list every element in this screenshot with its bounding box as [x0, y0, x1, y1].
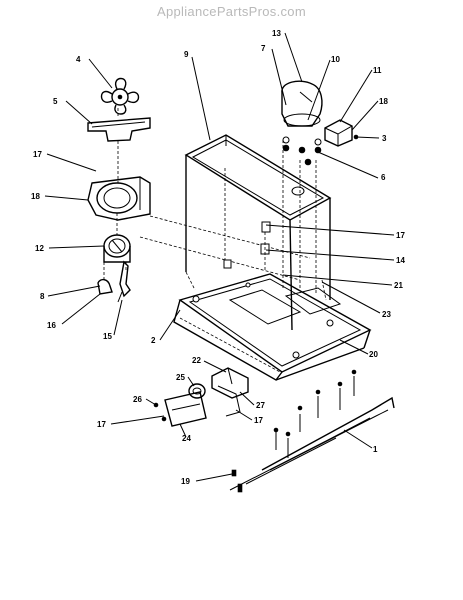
- relay-overload: [324, 119, 359, 147]
- callout-18: 18: [379, 97, 388, 106]
- callout-7: 7: [261, 44, 266, 53]
- callout-21: 21: [394, 281, 403, 290]
- callout-17-lower: 17: [254, 416, 263, 425]
- callout-20: 20: [369, 350, 378, 359]
- callout-8: 8: [40, 292, 45, 301]
- callout-18-fan: 18: [31, 192, 40, 201]
- wiring-harness: [229, 369, 395, 493]
- capacitor-assembly: [153, 383, 207, 427]
- fan-bracket: [87, 176, 151, 221]
- callout-25: 25: [176, 373, 185, 382]
- callout-4: 4: [76, 55, 81, 64]
- callout-3: 3: [382, 134, 387, 143]
- callout-26: 26: [133, 395, 142, 404]
- control-bracket: [211, 367, 249, 417]
- callout-17-fan: 17: [33, 150, 42, 159]
- callout-16: 16: [47, 321, 56, 330]
- callout-12: 12: [35, 244, 44, 253]
- fan-blade: [100, 77, 140, 115]
- callout-19: 19: [181, 477, 190, 486]
- callout-13: 13: [272, 29, 281, 38]
- callout-2: 2: [151, 336, 156, 345]
- base-pan: [173, 273, 372, 381]
- callout-15: 15: [103, 332, 112, 341]
- callout-22: 22: [192, 356, 201, 365]
- leader-lines: [44, 32, 395, 482]
- callout-labels: 4 5 17 18 12 8 16 15 9 7 13 10 11 18 3 6…: [31, 29, 405, 486]
- callout-10: 10: [331, 55, 340, 64]
- callout-1: 1: [373, 445, 378, 454]
- callout-17-left: 17: [97, 420, 106, 429]
- callout-24: 24: [182, 434, 191, 443]
- fan-motor: [103, 234, 131, 263]
- fan-shroud: [87, 117, 151, 142]
- compressor: [281, 80, 323, 166]
- callout-11: 11: [373, 66, 382, 75]
- callout-17: 17: [396, 231, 405, 240]
- callout-6: 6: [381, 173, 386, 182]
- callout-9: 9: [184, 50, 189, 59]
- callout-23: 23: [382, 310, 391, 319]
- callout-14: 14: [396, 256, 405, 265]
- callout-27: 27: [256, 401, 265, 410]
- watermark-text: AppliancePartsPros.com: [157, 4, 306, 19]
- callout-5: 5: [53, 97, 58, 106]
- drain-components: [97, 260, 131, 303]
